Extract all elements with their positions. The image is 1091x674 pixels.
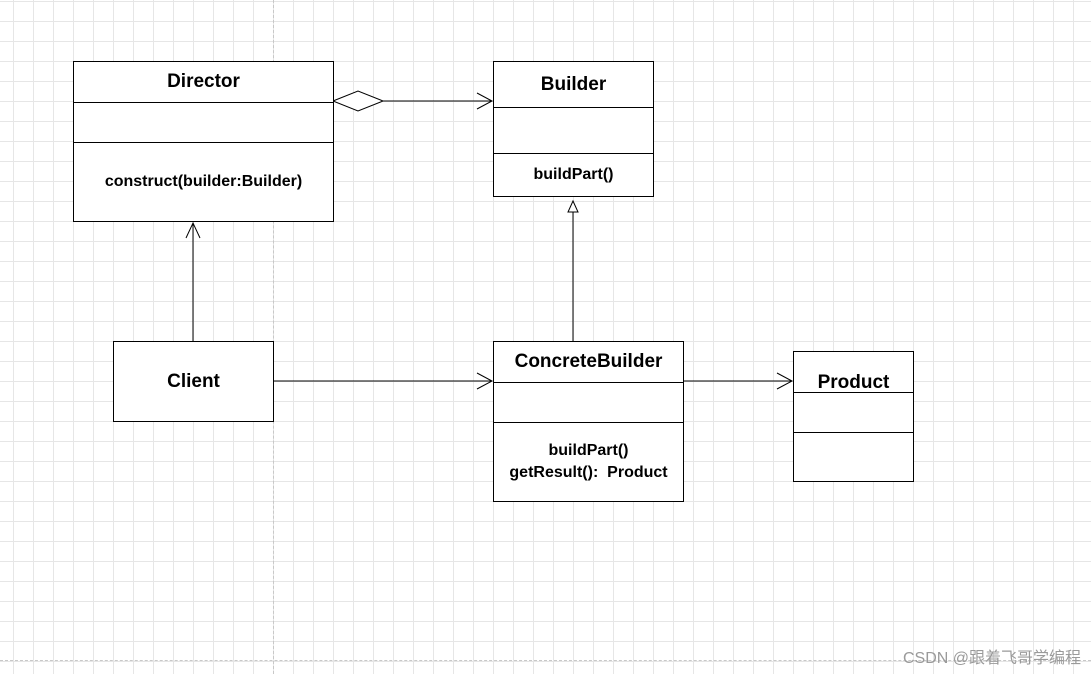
class-name: Product <box>817 372 890 393</box>
association-client-concretebuilder[interactable] <box>274 372 494 390</box>
csdn-watermark: CSDN @跟着飞哥学编程 <box>902 650 1081 667</box>
operation: construct(builder:Builder) <box>104 173 303 190</box>
association-arrowhead <box>185 221 201 239</box>
canvas-guide-horizontal <box>0 660 1091 661</box>
canvas-guide-vertical <box>273 0 274 674</box>
aggregation-diamond <box>331 90 385 112</box>
class-name: Builder <box>540 73 607 95</box>
generalization-triangle <box>567 199 579 213</box>
association-client-director[interactable] <box>185 221 201 341</box>
class-name: Director <box>167 71 240 92</box>
dependency-concretebuilder-product[interactable] <box>684 372 794 390</box>
class-concretebuilder[interactable]: ConcreteBuilder buildPart() getResult():… <box>493 341 684 502</box>
attributes-section <box>794 392 913 432</box>
class-name: Client <box>167 370 220 392</box>
operation: getResult(): Product <box>509 464 668 481</box>
dependency-arrowhead <box>776 372 794 390</box>
operations-section: buildPart() <box>494 153 653 196</box>
attributes-section <box>494 382 683 422</box>
operations-section: construct(builder:Builder) <box>74 142 333 221</box>
class-director[interactable]: Director construct(builder:Builder) <box>73 61 334 222</box>
aggregation-director-builder[interactable] <box>331 90 494 112</box>
class-builder[interactable]: Builder buildPart() <box>493 61 654 197</box>
aggregation-arrowhead <box>476 92 494 110</box>
operation: buildPart() <box>533 166 614 183</box>
class-client[interactable]: Client <box>113 341 274 422</box>
class-name: ConcreteBuilder <box>514 351 663 372</box>
operations-section: buildPart() getResult(): Product <box>494 422 683 501</box>
generalization-concretebuilder-builder[interactable] <box>567 199 579 341</box>
association-arrowhead <box>476 372 494 390</box>
operation: buildPart() <box>548 442 629 459</box>
attributes-section <box>494 107 653 153</box>
attributes-section <box>74 102 333 142</box>
operations-section <box>794 432 913 481</box>
class-product[interactable]: Product <box>793 351 914 482</box>
